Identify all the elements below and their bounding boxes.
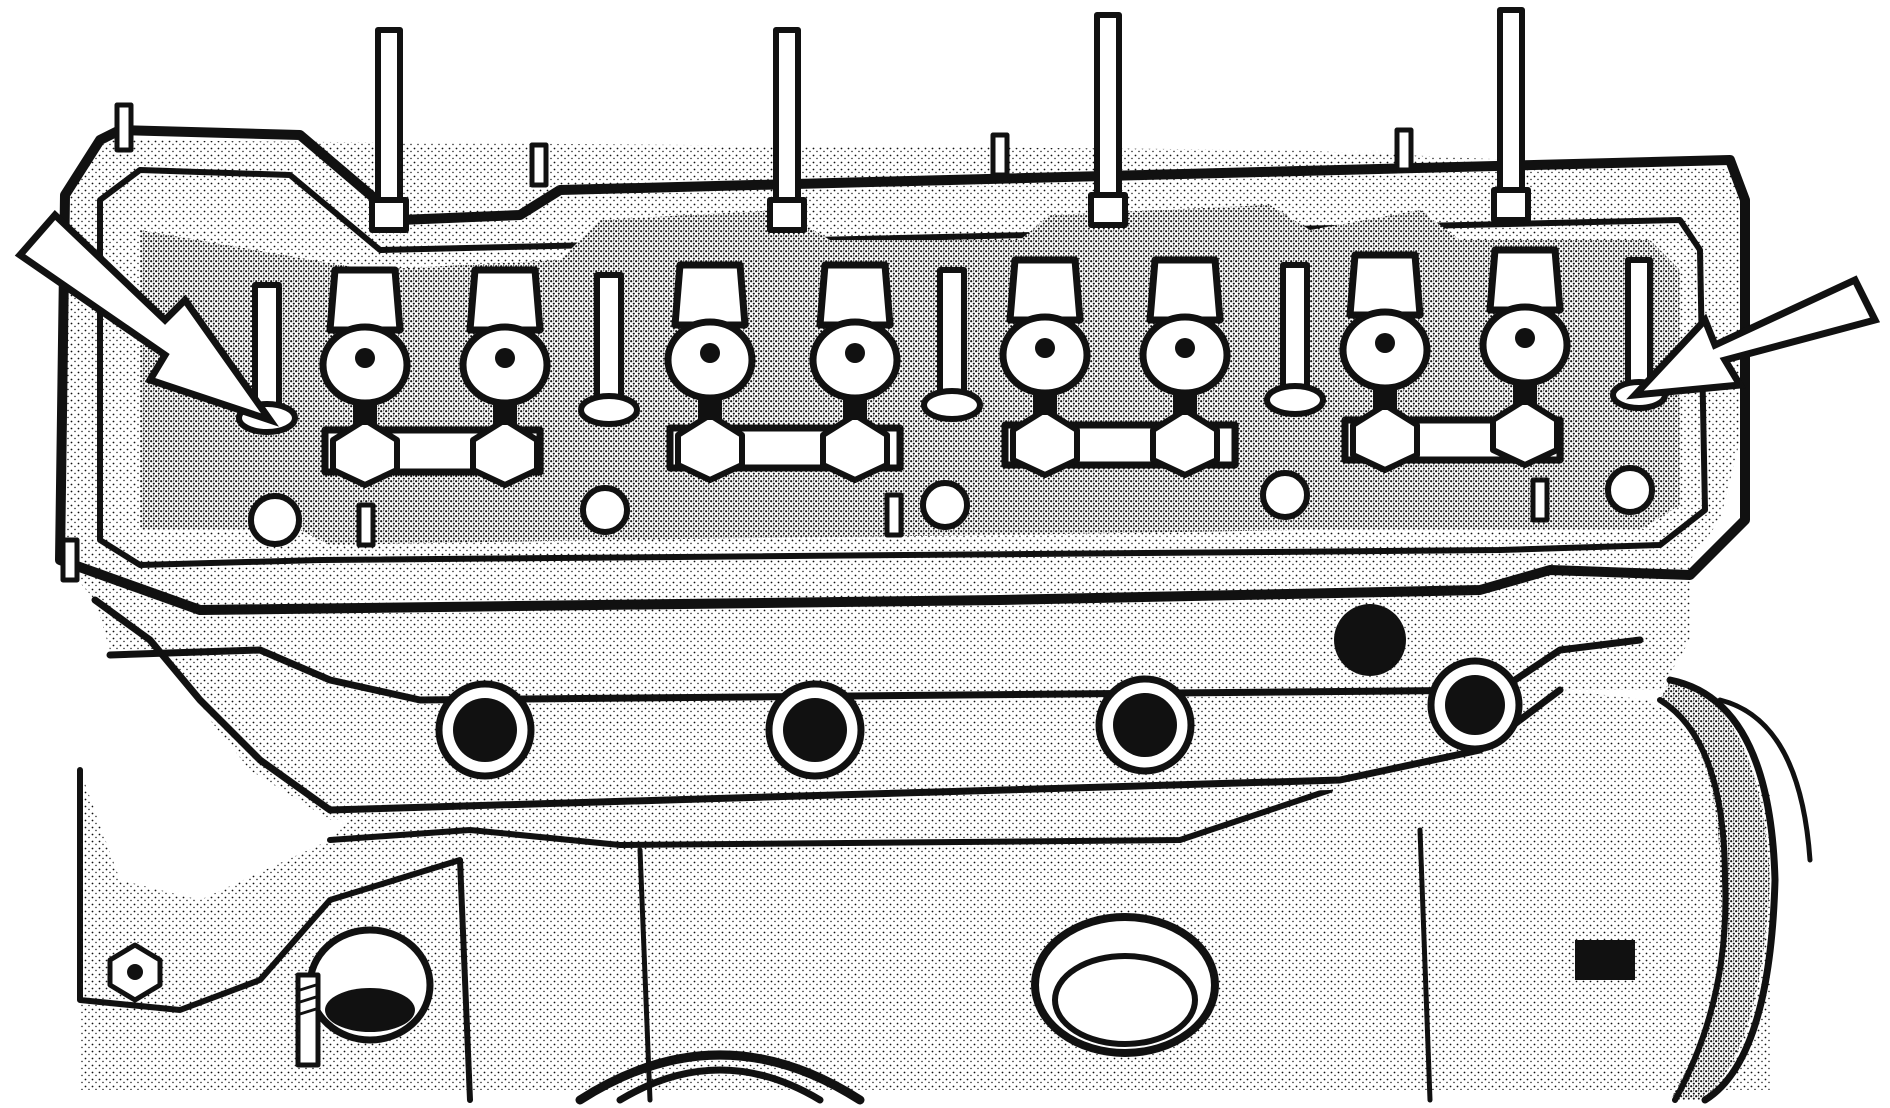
bearing-arc bbox=[575, 1050, 865, 1105]
rocker-arm bbox=[1479, 246, 1571, 468]
head-stud-long bbox=[1088, 12, 1128, 228]
rocker-arm bbox=[999, 256, 1091, 478]
block-stud bbox=[295, 972, 321, 1068]
oil-drain-hole bbox=[248, 465, 1655, 547]
head-stud-long bbox=[1491, 7, 1531, 223]
block-slot bbox=[1575, 940, 1635, 980]
oil-gallery-hole bbox=[306, 926, 434, 1044]
rocker-arm bbox=[319, 266, 411, 488]
spark-plug-well bbox=[765, 680, 865, 780]
arrow-icon bbox=[1626, 275, 1881, 400]
rocker-stud bbox=[921, 267, 983, 422]
rocker-stud bbox=[1264, 262, 1326, 417]
spark-plug-well bbox=[1334, 604, 1406, 676]
spark-plug-well bbox=[1427, 657, 1523, 753]
rocker-stud bbox=[578, 272, 640, 427]
head-stud-long bbox=[767, 27, 807, 233]
rocker-arm bbox=[459, 266, 551, 488]
spark-plug-well bbox=[435, 680, 535, 780]
rocker-arm bbox=[1139, 256, 1231, 478]
spark-plug-well bbox=[1095, 675, 1195, 775]
cover-stud bbox=[60, 102, 1550, 583]
head-stud-long bbox=[369, 27, 409, 233]
core-plug bbox=[1031, 913, 1219, 1057]
rocker-arm bbox=[809, 261, 901, 483]
mounting-bolt bbox=[107, 942, 163, 1003]
arrow-icon bbox=[14, 209, 280, 427]
flywheel-ring-gear bbox=[1657, 676, 1813, 1104]
rocker-arm bbox=[664, 261, 756, 483]
rocker-arm bbox=[1339, 251, 1431, 473]
